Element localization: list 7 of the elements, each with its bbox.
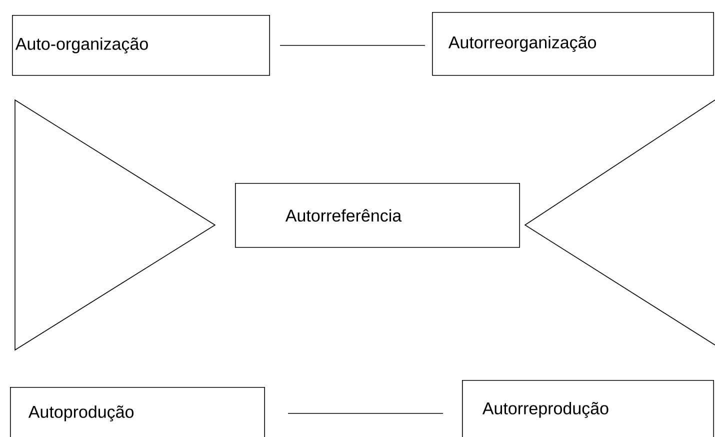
text-box: Auto-organização [12, 15, 270, 76]
text-box: Autoprodução [10, 387, 265, 437]
connector-line [280, 45, 426, 46]
connector-line [288, 413, 444, 414]
text-box: Autorreorganização [432, 12, 714, 76]
text-box: Autorreferência [235, 183, 520, 248]
text-box: Autorreprodução [462, 380, 714, 437]
